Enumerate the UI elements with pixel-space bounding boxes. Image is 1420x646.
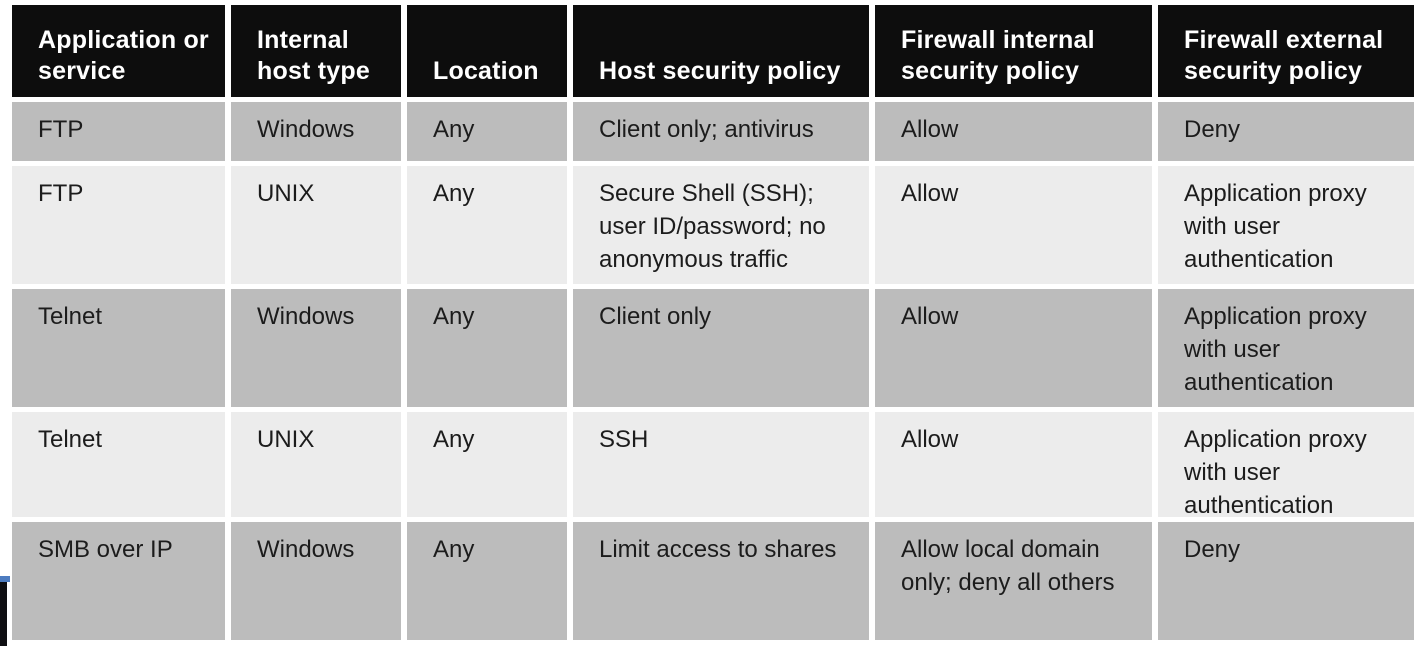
table-cell: FTP [12, 166, 225, 284]
column-header-firewall-external-security-policy: Firewall external security policy [1158, 5, 1414, 97]
table-cell: Application proxy with user authenticati… [1158, 289, 1414, 407]
background-window-fragment [0, 582, 7, 646]
table-cell: Client only; antivirus [573, 102, 869, 161]
table-cell: Allow local domain only; deny all others [875, 522, 1152, 640]
column-header-internal-host-type: Internal host type [231, 5, 401, 97]
column-header-application-or-service: Application or service [12, 5, 225, 97]
table-cell: SMB over IP [12, 522, 225, 640]
table-cell: Application proxy with user authenticati… [1158, 412, 1414, 519]
table-cell: Client only [573, 289, 869, 407]
table-cell: Windows [231, 102, 401, 161]
table-cell: Application proxy with user authenticati… [1158, 166, 1414, 284]
column-header-location: Location [407, 5, 567, 97]
table-cell: Limit access to shares [573, 522, 869, 640]
table-cell: Windows [231, 522, 401, 640]
table-cell: Telnet [12, 289, 225, 407]
table-cell: Deny [1158, 102, 1414, 161]
table-cell: Telnet [12, 412, 225, 517]
table-cell: Any [407, 102, 567, 161]
table-cell: Any [407, 522, 567, 640]
column-header-firewall-internal-security-policy: Firewall internal security policy [875, 5, 1152, 97]
table-cell: Allow [875, 412, 1152, 517]
table-cell: UNIX [231, 166, 401, 284]
table-cell: Allow [875, 102, 1152, 161]
table-cell: Allow [875, 166, 1152, 284]
column-header-host-security-policy: Host security policy [573, 5, 869, 97]
table-cell: FTP [12, 102, 225, 161]
background-window-fragment-accent [0, 576, 10, 582]
table-cell: Any [407, 166, 567, 284]
table-cell: Deny [1158, 522, 1414, 640]
table-cell: SSH [573, 412, 869, 517]
table-cell: Any [407, 412, 567, 517]
table-cell: Allow [875, 289, 1152, 407]
table-cell: Windows [231, 289, 401, 407]
table-cell: Secure Shell (SSH); user ID/password; no… [573, 166, 869, 284]
table-cell: UNIX [231, 412, 401, 517]
firewall-policy-table: Application or service Internal host typ… [12, 5, 1414, 640]
table-cell: Any [407, 289, 567, 407]
